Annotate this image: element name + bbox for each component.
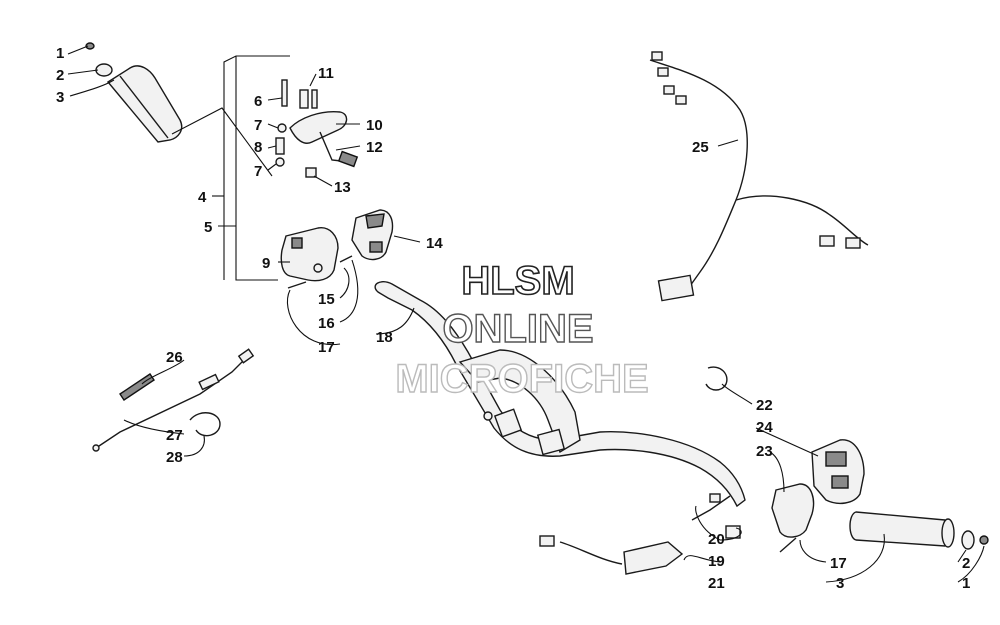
callout-20: 20 bbox=[708, 531, 725, 548]
right-grip bbox=[849, 511, 989, 550]
callout-22: 22 bbox=[756, 397, 773, 414]
callout-10: 10 bbox=[366, 117, 383, 134]
callout-2-right: 2 bbox=[962, 555, 970, 572]
callout-7-lower: 7 bbox=[254, 163, 262, 180]
callout-28: 28 bbox=[166, 449, 183, 466]
misc-parts bbox=[287, 255, 797, 575]
callout-8: 8 bbox=[254, 139, 262, 156]
wire-harness bbox=[649, 51, 869, 302]
callout-26: 26 bbox=[166, 349, 183, 366]
throttle-cable bbox=[92, 348, 255, 452]
callout-14: 14 bbox=[426, 235, 443, 252]
callout-27: 27 bbox=[166, 427, 183, 444]
right-switch-housing bbox=[771, 439, 865, 538]
callout-3: 3 bbox=[56, 89, 64, 106]
callout-6: 6 bbox=[254, 93, 262, 110]
watermark-online: ONLINE bbox=[442, 307, 593, 351]
callout-11: 11 bbox=[318, 65, 334, 82]
callout-9: 9 bbox=[262, 255, 270, 272]
callout-5: 5 bbox=[204, 219, 212, 236]
callout-2: 2 bbox=[56, 67, 64, 84]
leader-lines bbox=[67, 45, 985, 583]
callout-1: 1 bbox=[56, 45, 64, 62]
left-switch-housing bbox=[280, 227, 339, 282]
callout-13: 13 bbox=[334, 179, 351, 196]
callout-4: 4 bbox=[198, 189, 207, 206]
throttle-lever bbox=[275, 79, 359, 178]
watermark-microfiche: MICROFICHE bbox=[395, 357, 648, 401]
callout-3-right: 3 bbox=[836, 575, 844, 592]
callout-16: 16 bbox=[318, 315, 335, 332]
brake-switch-box bbox=[351, 209, 394, 261]
callout-12: 12 bbox=[366, 139, 383, 156]
callout-25: 25 bbox=[692, 139, 709, 156]
callout-7-upper: 7 bbox=[254, 117, 262, 134]
callout-24: 24 bbox=[756, 419, 773, 436]
callout-15: 15 bbox=[318, 291, 335, 308]
callout-17-right: 17 bbox=[830, 555, 847, 572]
callout-labels: 1 2 3 4 5 6 7 8 7 9 10 11 12 13 14 15 16… bbox=[56, 45, 970, 592]
callout-21: 21 bbox=[708, 575, 725, 592]
callout-23: 23 bbox=[756, 443, 773, 460]
left-grip bbox=[85, 42, 183, 143]
bracket-lines bbox=[223, 55, 290, 281]
watermark: HLSM ONLINE MICROFICHE bbox=[395, 258, 650, 402]
callout-1-right: 1 bbox=[962, 575, 970, 592]
callout-19: 19 bbox=[708, 553, 725, 570]
watermark-hlsm: HLSM bbox=[461, 259, 574, 303]
callout-17-left: 17 bbox=[318, 339, 335, 356]
callout-18: 18 bbox=[376, 329, 393, 346]
handlebar bbox=[374, 281, 746, 508]
